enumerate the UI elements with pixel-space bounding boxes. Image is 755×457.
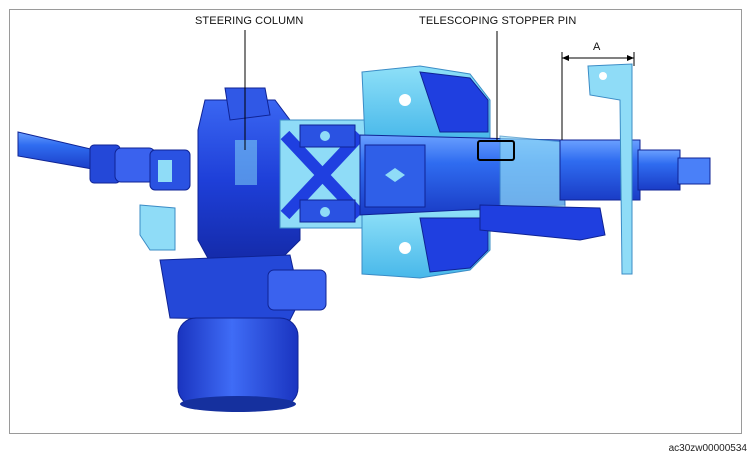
x-brace-bracket (279, 119, 366, 229)
electric-motor (159, 254, 327, 412)
stopper-pin-box (477, 140, 515, 161)
steering-shaft-output (559, 139, 711, 201)
steering-column-label: STEERING COLUMN (195, 15, 304, 27)
dimension-a (561, 52, 635, 140)
universal-joint (149, 149, 191, 191)
dimension-a-label: A (593, 41, 601, 53)
switch-bracket (587, 63, 633, 275)
intermediate-shaft (17, 131, 156, 184)
document-id: ac30zw00000534 (668, 443, 747, 454)
lower-bracket (139, 204, 176, 251)
tilt-plate (361, 65, 491, 279)
switch-bracket-hole (599, 72, 607, 80)
column-housing (197, 87, 301, 263)
telescoping-stopper-pin-label: TELESCOPING STOPPER PIN (419, 15, 577, 27)
